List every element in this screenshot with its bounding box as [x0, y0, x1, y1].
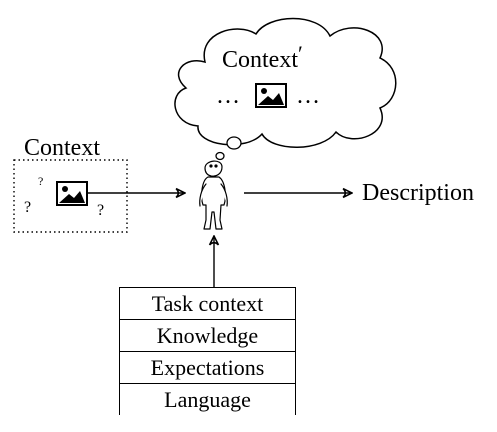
description-label: Description: [362, 180, 474, 206]
factor-stack: Task context Knowledge Expectations Lang…: [119, 287, 296, 415]
question-mark-right: ?: [97, 202, 105, 219]
factor-language: Language: [120, 383, 295, 415]
thought-bubble-large: [226, 136, 242, 150]
context-image-icon: [56, 181, 88, 206]
cloud-dots-left: …: [216, 83, 240, 109]
cloud-dots-right: …: [296, 83, 320, 109]
cloud-context-label: Context′: [222, 43, 303, 73]
person-icon: [199, 160, 228, 230]
thought-cloud: [174, 17, 397, 148]
question-mark-top: ?: [38, 174, 44, 188]
thought-bubble-small: [215, 151, 225, 161]
factor-task-context: Task context: [120, 287, 295, 319]
question-mark-left: ?: [24, 199, 32, 216]
cloud-context-prime: ′: [298, 41, 303, 66]
factor-expectations: Expectations: [120, 351, 295, 383]
context-label: Context: [24, 135, 100, 161]
cloud-context-text: Context: [222, 47, 298, 73]
context-box: [13, 159, 128, 233]
cloud-image-icon: [255, 83, 287, 108]
factor-knowledge: Knowledge: [120, 319, 295, 351]
